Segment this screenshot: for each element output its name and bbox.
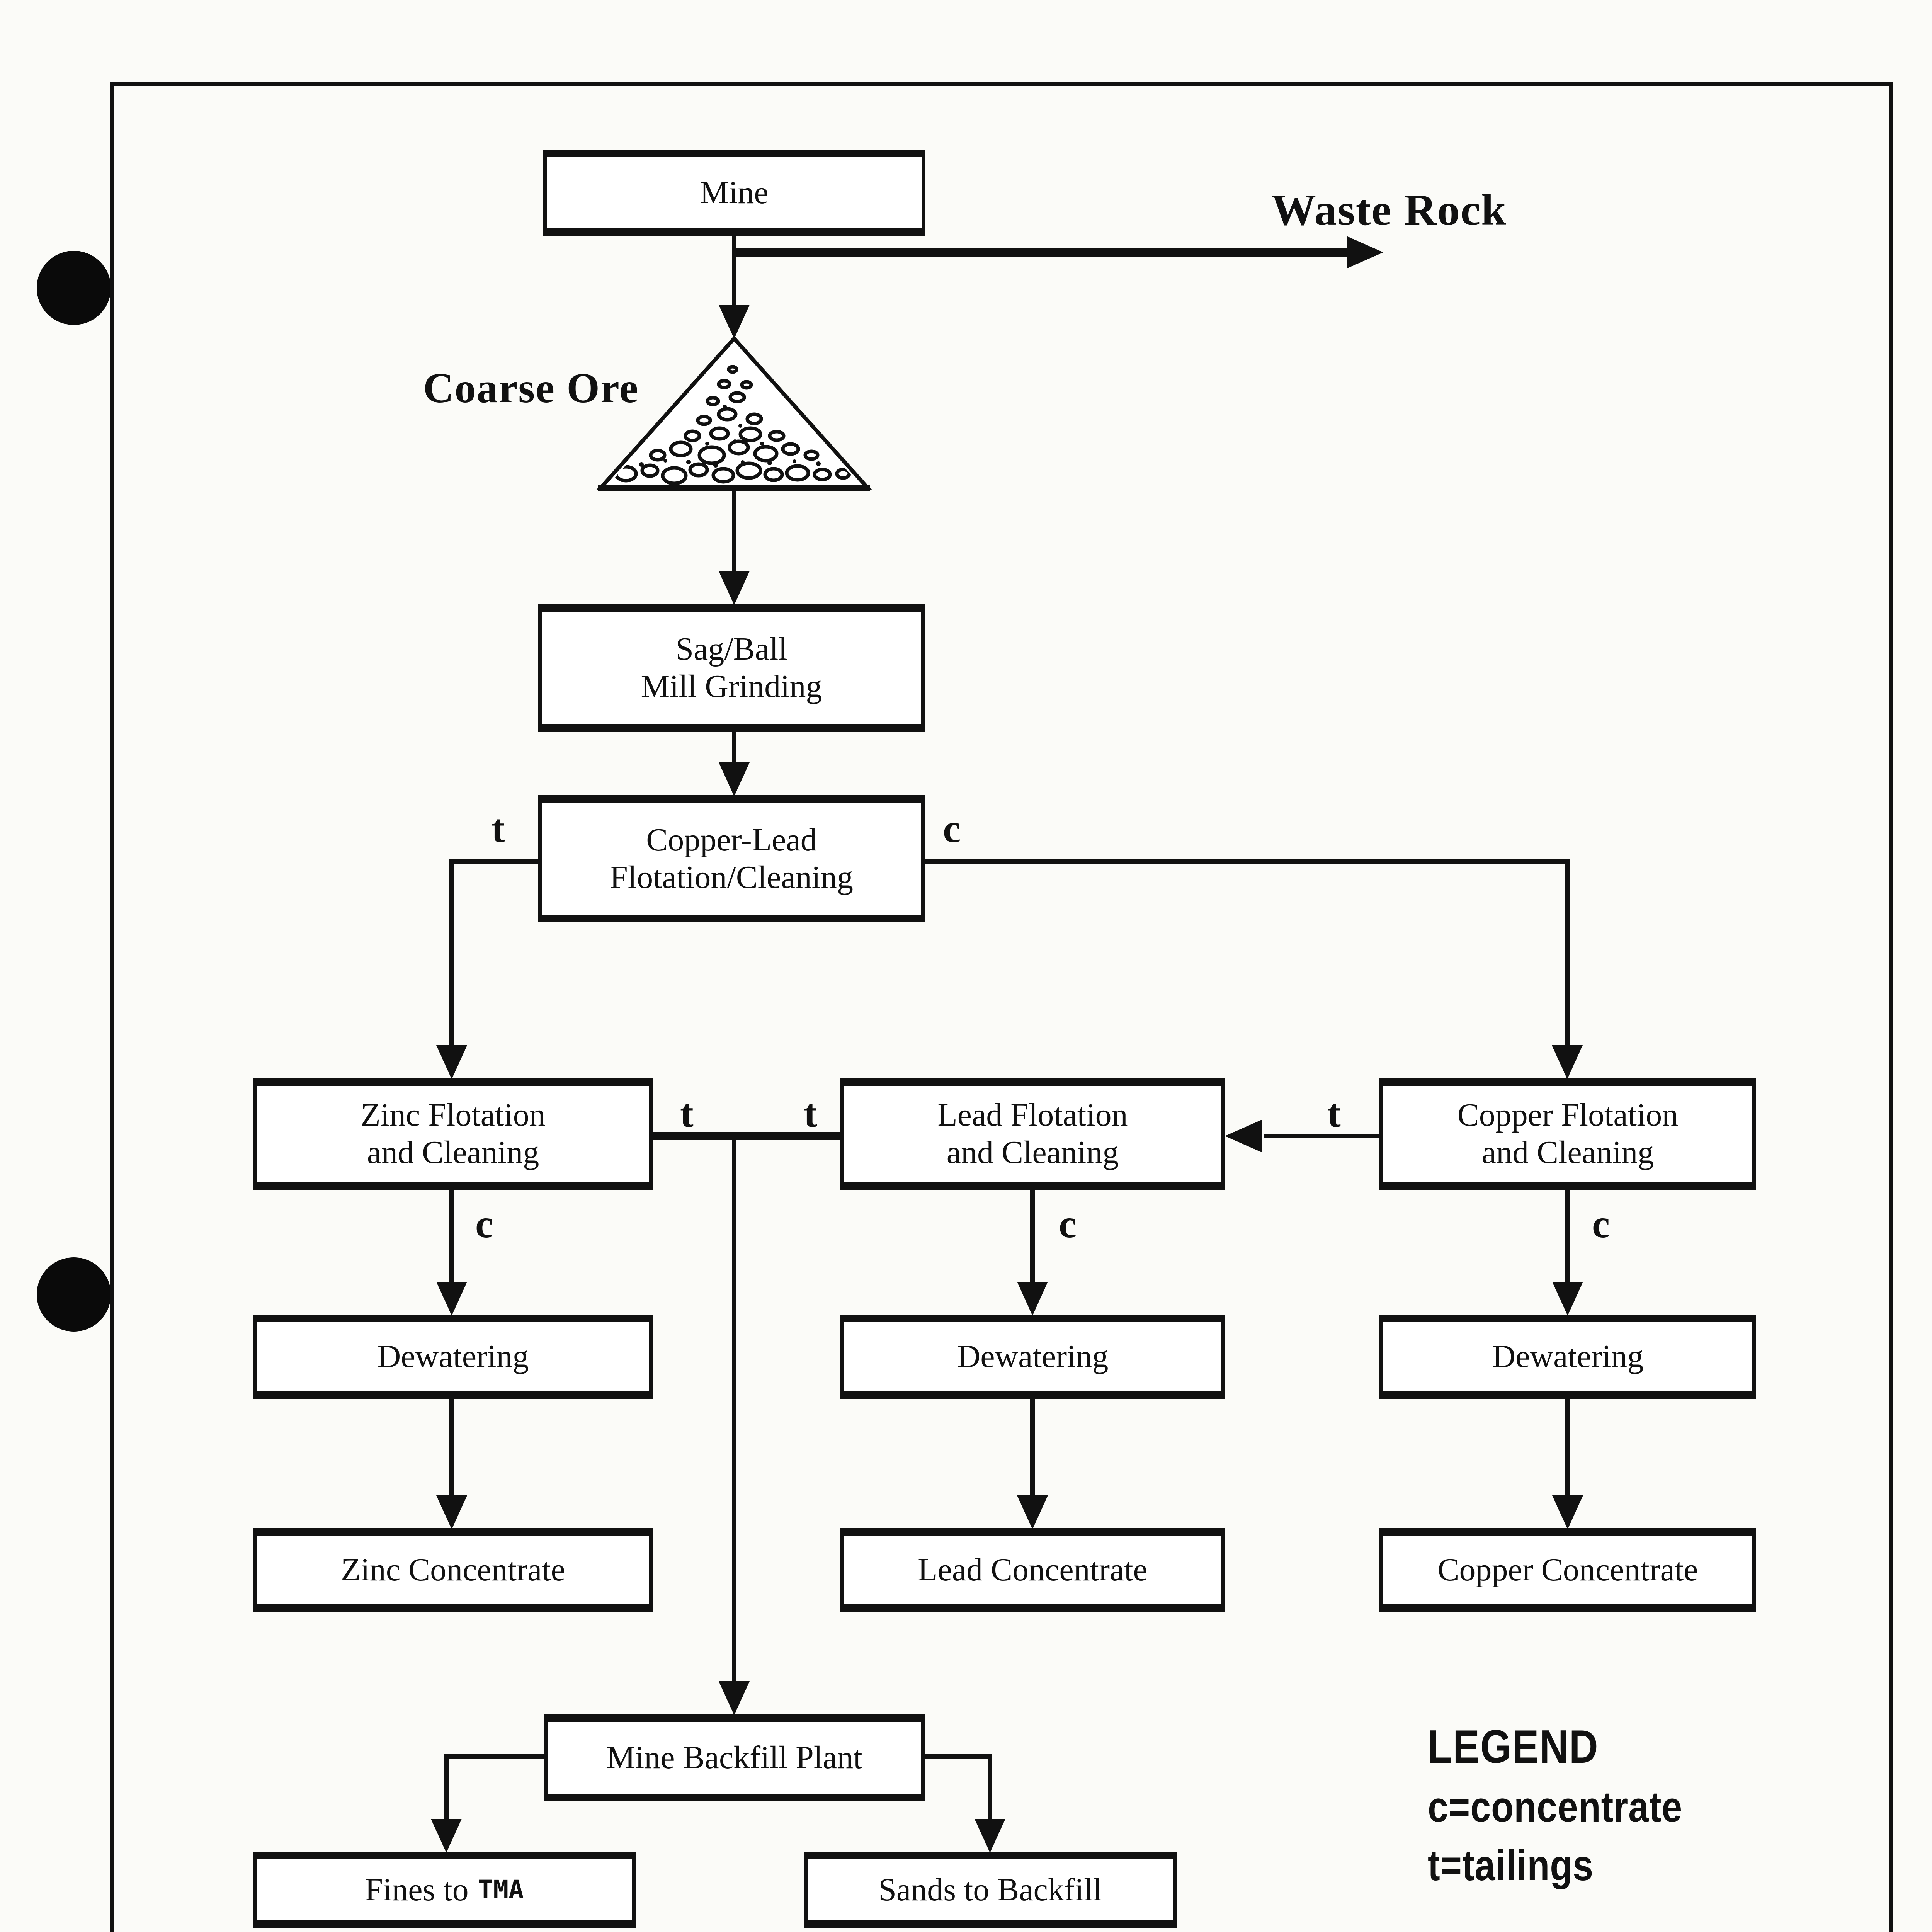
node-zinc-concentrate: Zinc Concentrate: [253, 1528, 653, 1612]
connector-zinc-concentrate: [449, 1190, 454, 1283]
arrowhead-down-icon: [431, 1819, 462, 1853]
connector-dewatering-lead: [1030, 1399, 1035, 1497]
concentrate-label: c: [475, 1202, 493, 1246]
node-dewatering-lead: Dewatering: [840, 1315, 1225, 1399]
hole-punch: [37, 1257, 111, 1332]
hole-punch: [37, 251, 111, 325]
tailings-label: t: [1327, 1091, 1341, 1136]
concentrate-label: c: [1059, 1202, 1077, 1246]
node-label: Copper Concentrate: [1437, 1552, 1698, 1588]
node-label: Dewatering: [1492, 1338, 1644, 1374]
connector-waste-rock: [734, 248, 1349, 257]
node-fines-to-tma: Fines to TMA: [253, 1852, 636, 1928]
legend: LEGEND c=concentrate t=tailings: [1428, 1719, 1682, 1890]
arrowhead-down-icon: [1552, 1045, 1583, 1079]
connector-backfill-left: [446, 1754, 544, 1759]
node-zinc-flotation: Zinc Flotation and Cleaning: [253, 1078, 653, 1190]
arrowhead-down-icon: [1552, 1495, 1583, 1529]
node-lead-concentrate: Lead Concentrate: [840, 1528, 1225, 1612]
connector-zinc-lead-tailings: [653, 1132, 840, 1140]
node-label: and Cleaning: [367, 1134, 539, 1170]
coarse-ore-label: Coarse Ore: [423, 364, 639, 412]
node-label: Fines to: [365, 1871, 469, 1908]
arrowhead-down-icon: [436, 1045, 467, 1079]
node-label: Flotation/Cleaning: [610, 859, 853, 895]
node-mine-backfill-plant: Mine Backfill Plant: [544, 1714, 925, 1801]
arrowhead-down-icon: [436, 1495, 467, 1529]
arrowhead-down-icon: [1552, 1282, 1583, 1316]
node-sag-ball-mill: Sag/Ball Mill Grinding: [538, 604, 925, 732]
connector-concentrate-right: [925, 859, 1567, 864]
arrowhead-left-icon: [1225, 1120, 1262, 1152]
node-label: and Cleaning: [946, 1134, 1119, 1170]
connector-tailings-to-backfill: [732, 1140, 736, 1681]
node-copper-flotation: Copper Flotation and Cleaning: [1379, 1078, 1756, 1190]
connector-mill-to-flotation: [732, 732, 736, 767]
node-label: Mill Grinding: [641, 668, 822, 704]
legend-item-concentrate: c=concentrate: [1428, 1783, 1683, 1831]
connector-mine-to-stockpile: [732, 236, 736, 313]
node-label: Lead Flotation: [937, 1097, 1128, 1133]
node-label: Mine: [700, 174, 769, 211]
node-label: Dewatering: [957, 1338, 1109, 1374]
connector-copper-concentrate: [1565, 1190, 1570, 1283]
tailings-label: t: [492, 806, 505, 851]
node-label: Sag/Ball: [675, 631, 787, 667]
node-label: Zinc Flotation: [361, 1097, 546, 1133]
node-label: Sands to Backfill: [878, 1871, 1102, 1908]
node-lead-flotation: Lead Flotation and Cleaning: [840, 1078, 1225, 1190]
arrowhead-down-icon: [436, 1282, 467, 1316]
node-mine: Mine: [543, 150, 925, 236]
node-sands-to-backfill: Sands to Backfill: [804, 1852, 1177, 1928]
node-label: Lead Concentrate: [918, 1552, 1148, 1588]
arrowhead-down-icon: [719, 305, 750, 339]
arrowhead-down-icon: [719, 762, 750, 796]
connector-dewatering-zinc: [449, 1399, 454, 1497]
node-label-tma: TMA: [478, 1875, 524, 1905]
legend-item-tailings: t=tailings: [1428, 1841, 1594, 1889]
node-label: Zinc Concentrate: [341, 1552, 565, 1588]
node-label: Copper-Lead: [646, 821, 817, 858]
arrowhead-down-icon: [719, 571, 750, 605]
concentrate-label: c: [1592, 1202, 1610, 1246]
connector-to-sands: [988, 1754, 992, 1821]
connector-stockpile-to-mill: [732, 490, 736, 573]
connector-dewatering-copper: [1565, 1399, 1570, 1497]
node-label: Copper Flotation: [1457, 1097, 1679, 1133]
legend-title: LEGEND: [1428, 1720, 1599, 1773]
connector-lead-concentrate: [1030, 1190, 1035, 1283]
tailings-label: t: [804, 1091, 817, 1136]
arrowhead-right-icon: [1347, 236, 1383, 269]
coarse-ore-stockpile-icon: [596, 335, 872, 491]
node-label: Mine Backfill Plant: [606, 1739, 862, 1776]
connector-to-fines: [444, 1754, 449, 1821]
connector-backfill-right: [925, 1754, 992, 1759]
connector-concentrate-to-copper: [1565, 859, 1570, 1046]
concentrate-label: c: [943, 806, 961, 851]
waste-rock-label: Waste Rock: [1271, 185, 1507, 235]
arrowhead-down-icon: [1017, 1282, 1048, 1316]
node-label: and Cleaning: [1481, 1134, 1654, 1170]
node-label: Dewatering: [377, 1338, 529, 1374]
arrowhead-down-icon: [719, 1681, 750, 1715]
node-dewatering-copper: Dewatering: [1379, 1315, 1756, 1399]
connector-tailings-left: [454, 859, 538, 864]
node-copper-concentrate: Copper Concentrate: [1379, 1528, 1756, 1612]
page-border: [110, 82, 1893, 1932]
connector-copper-lead-tailings: [1264, 1134, 1379, 1138]
arrowhead-down-icon: [1017, 1495, 1048, 1529]
connector-tailings-to-zinc: [449, 859, 454, 1046]
node-copper-lead-flotation: Copper-Lead Flotation/Cleaning: [538, 795, 925, 922]
arrowhead-down-icon: [975, 1819, 1005, 1853]
tailings-label: t: [680, 1091, 694, 1136]
node-dewatering-zinc: Dewatering: [253, 1315, 653, 1399]
